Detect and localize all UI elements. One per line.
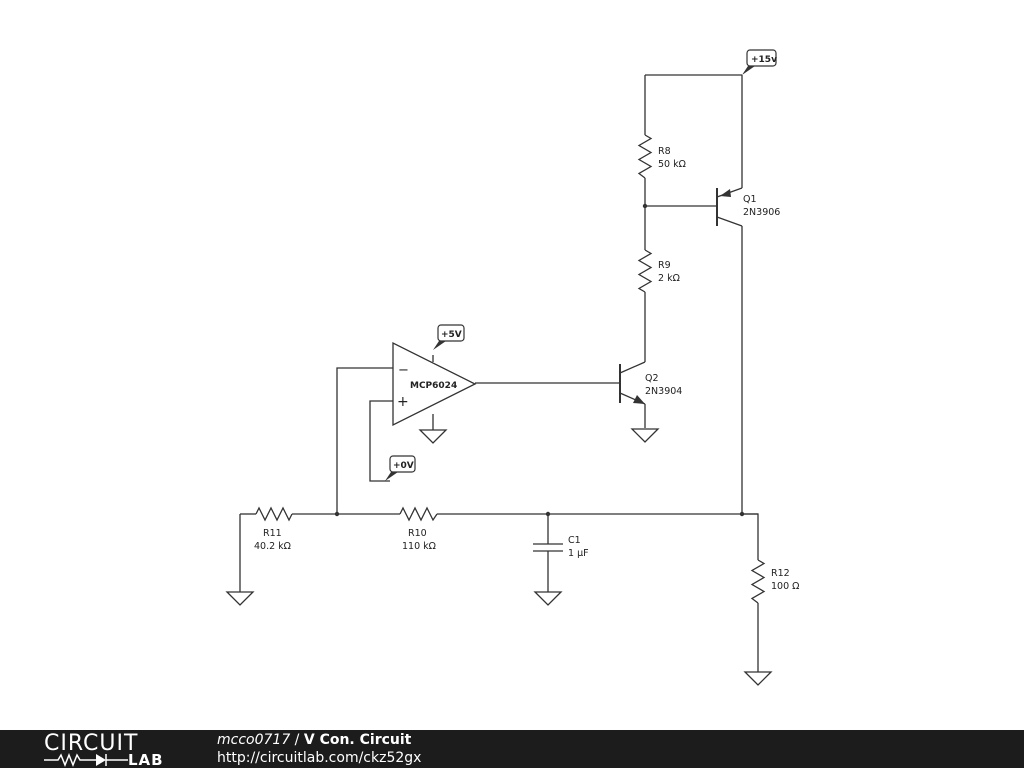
power-tag-5v: +5V [433, 324, 465, 350]
ground-symbol-q2 [630, 428, 660, 443]
junctions [334, 203, 745, 517]
power-tag-0v-label: +0V [393, 461, 414, 471]
ground-symbol-opamp [418, 429, 448, 444]
wires [239, 74, 759, 672]
power-tag-15v-label: +15v [751, 55, 777, 65]
r9-value: 2 kΩ [658, 273, 680, 284]
logo-wordmark-top: CIRCUIT [44, 731, 139, 756]
circuit-title[interactable]: V Con. Circuit [303, 732, 412, 748]
r12-resistor-symbol [750, 559, 766, 604]
title-separator: / [290, 732, 304, 748]
junction-r8-r9 [642, 203, 648, 209]
c1-ref: C1 [568, 535, 581, 546]
q2-npn-transistor-symbol [619, 361, 646, 405]
q1-value: 2N3906 [743, 207, 780, 218]
ground-symbol-r11 [225, 591, 255, 606]
r11-ref: R11 [263, 528, 282, 539]
r10-value: 110 kΩ [402, 541, 436, 552]
logo-wordmark-bottom: LAB [128, 751, 164, 769]
power-tag-15v: +15v [742, 49, 777, 75]
footer-bar: CIRCUIT LAB mcco0717 / V Con. Circuit ht… [0, 730, 1024, 768]
q1-ref: Q1 [743, 194, 757, 205]
r12-ref: R12 [771, 568, 790, 579]
opamp-part-label: MCP6024 [410, 381, 457, 391]
power-tag-5v-label: +5V [441, 330, 462, 340]
junction-feedback [334, 511, 340, 517]
opamp-symbol [392, 341, 477, 427]
q2-ref: Q2 [645, 373, 659, 384]
r10-ref: R10 [408, 528, 427, 539]
r8-value: 50 kΩ [658, 159, 686, 170]
q1-pnp-transistor-symbol [716, 187, 743, 227]
q2-value: 2N3904 [645, 386, 682, 397]
r9-ref: R9 [658, 260, 671, 271]
circuit-schematic: R8 50 kΩ R9 2 kΩ R11 40.2 kΩ R10 110 kΩ … [225, 49, 799, 686]
r10-resistor-symbol [399, 506, 438, 522]
r8-resistor-symbol [637, 134, 653, 179]
r12-value: 100 Ω [771, 581, 799, 592]
c1-value: 1 µF [568, 548, 589, 559]
r11-value: 40.2 kΩ [254, 541, 291, 552]
logo-resistor-diode-icon [44, 753, 128, 767]
ground-symbol-r12 [743, 671, 773, 686]
ground-symbol-c1 [533, 591, 563, 606]
circuit-url[interactable]: http://circuitlab.com/ckz52gx [217, 750, 422, 766]
junction-c1 [545, 511, 551, 517]
r8-ref: R8 [658, 146, 671, 157]
power-tag-0v: +0V [385, 455, 416, 481]
junction-q1-collector [739, 511, 745, 517]
c1-capacitor-symbol [533, 543, 563, 552]
opamp-noninverting-sign: + [397, 394, 409, 410]
r11-resistor-symbol [255, 506, 293, 522]
opamp-inverting-sign: − [398, 363, 409, 378]
circuitlab-logo[interactable]: CIRCUIT LAB [44, 731, 176, 769]
r9-resistor-symbol [637, 249, 653, 293]
author-name[interactable]: mcco0717 [217, 732, 291, 748]
circuit-meta: mcco0717 / V Con. Circuit http://circuit… [217, 731, 421, 767]
